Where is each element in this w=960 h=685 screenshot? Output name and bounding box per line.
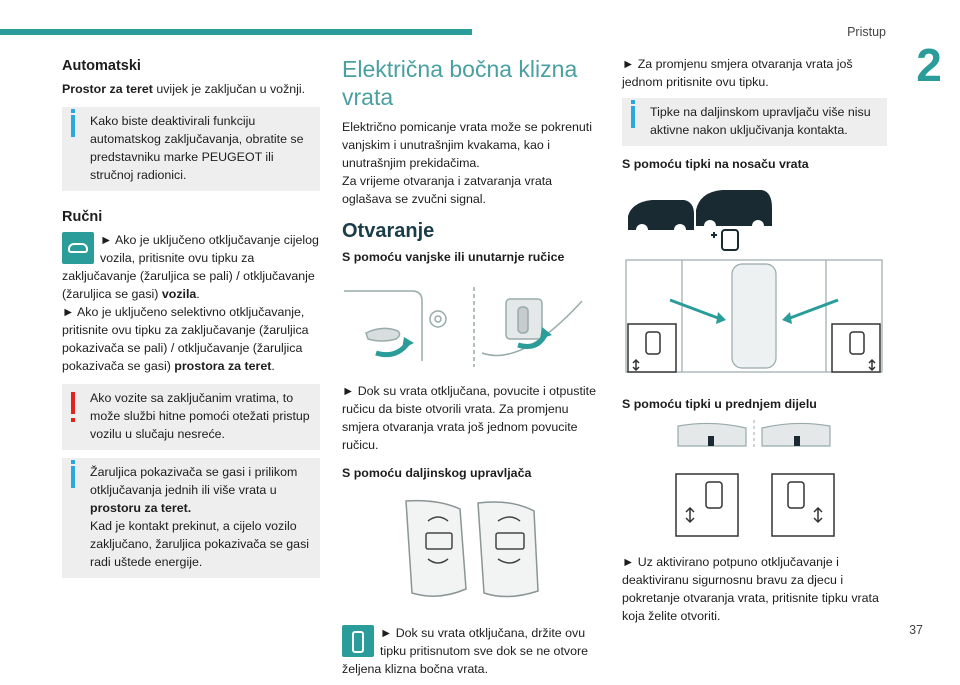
automatic-heading: Automatski	[62, 58, 141, 74]
handle-heading: S pomoću vanjske ili unutarnje ručice	[342, 250, 565, 265]
section-label: Pristup	[847, 25, 886, 39]
sliding-door-title: Električna bočna klizna vrata	[342, 56, 578, 110]
door-handle-illustration	[344, 287, 583, 368]
automatic-text: Prostor za teret uvijek je zaključan u v…	[62, 82, 306, 97]
direction-text: ► Za promjenu smjera otvaranja vrata još…	[622, 57, 853, 89]
info-note-automatic: Kako biste deaktivirali funkciju automat…	[62, 107, 320, 191]
front-text: ► Uz aktivirano potpuno otključavanje i …	[622, 554, 879, 623]
chapter-number: 2	[916, 39, 942, 91]
page-number: 37	[909, 622, 923, 637]
info-icon	[71, 459, 75, 488]
remote-text: ► Dok su vrata otključana, držite ovu ti…	[342, 624, 588, 676]
manual-text: ► Ako je uključeno otključavanje cijelog…	[62, 231, 319, 373]
car-lock-key-icon	[62, 231, 94, 264]
sliding-door-intro-2: Za vrijeme otvaranja i zatvaranja vrata …	[342, 174, 553, 207]
column-2: Električna bočna klizna vrata Električno…	[342, 56, 604, 685]
door-button-key-icon	[342, 624, 374, 657]
info-note-remote: Tipke na daljinskom upravljaču više nisu…	[622, 97, 887, 146]
dashboard-buttons-illustration	[675, 419, 835, 537]
info-icon	[71, 109, 75, 137]
sliding-door-intro-1: Električno pomicanje vrata može se pokre…	[342, 120, 592, 171]
info-icon	[631, 99, 635, 128]
column-1: Automatski Prostor za teret uvijek je za…	[62, 56, 320, 586]
top-accent-bar	[0, 29, 472, 35]
pillar-heading: S pomoću tipki na nosaču vrata	[622, 156, 809, 171]
handle-text: ► Dok su vrata otključana, povucite i ot…	[342, 384, 597, 453]
warning-note: Ako vozite sa zaključanim vratima, to mo…	[62, 383, 320, 450]
column-3: ► Za promjenu smjera otvaranja vrata još…	[622, 56, 887, 632]
van-pillar-buttons-illustration	[625, 189, 883, 373]
remote-heading: S pomoću daljinskog upravljača	[342, 466, 532, 481]
front-heading: S pomoću tipki u prednjem dijelu	[622, 396, 817, 411]
manual-heading: Ručni	[62, 208, 103, 225]
opening-heading: Otvaranje	[342, 220, 435, 243]
warning-icon	[71, 391, 75, 422]
remote-key-illustration	[405, 499, 539, 598]
info-note-indicator: Žaruljica pokazivača se gasi i prilikom …	[62, 457, 320, 578]
